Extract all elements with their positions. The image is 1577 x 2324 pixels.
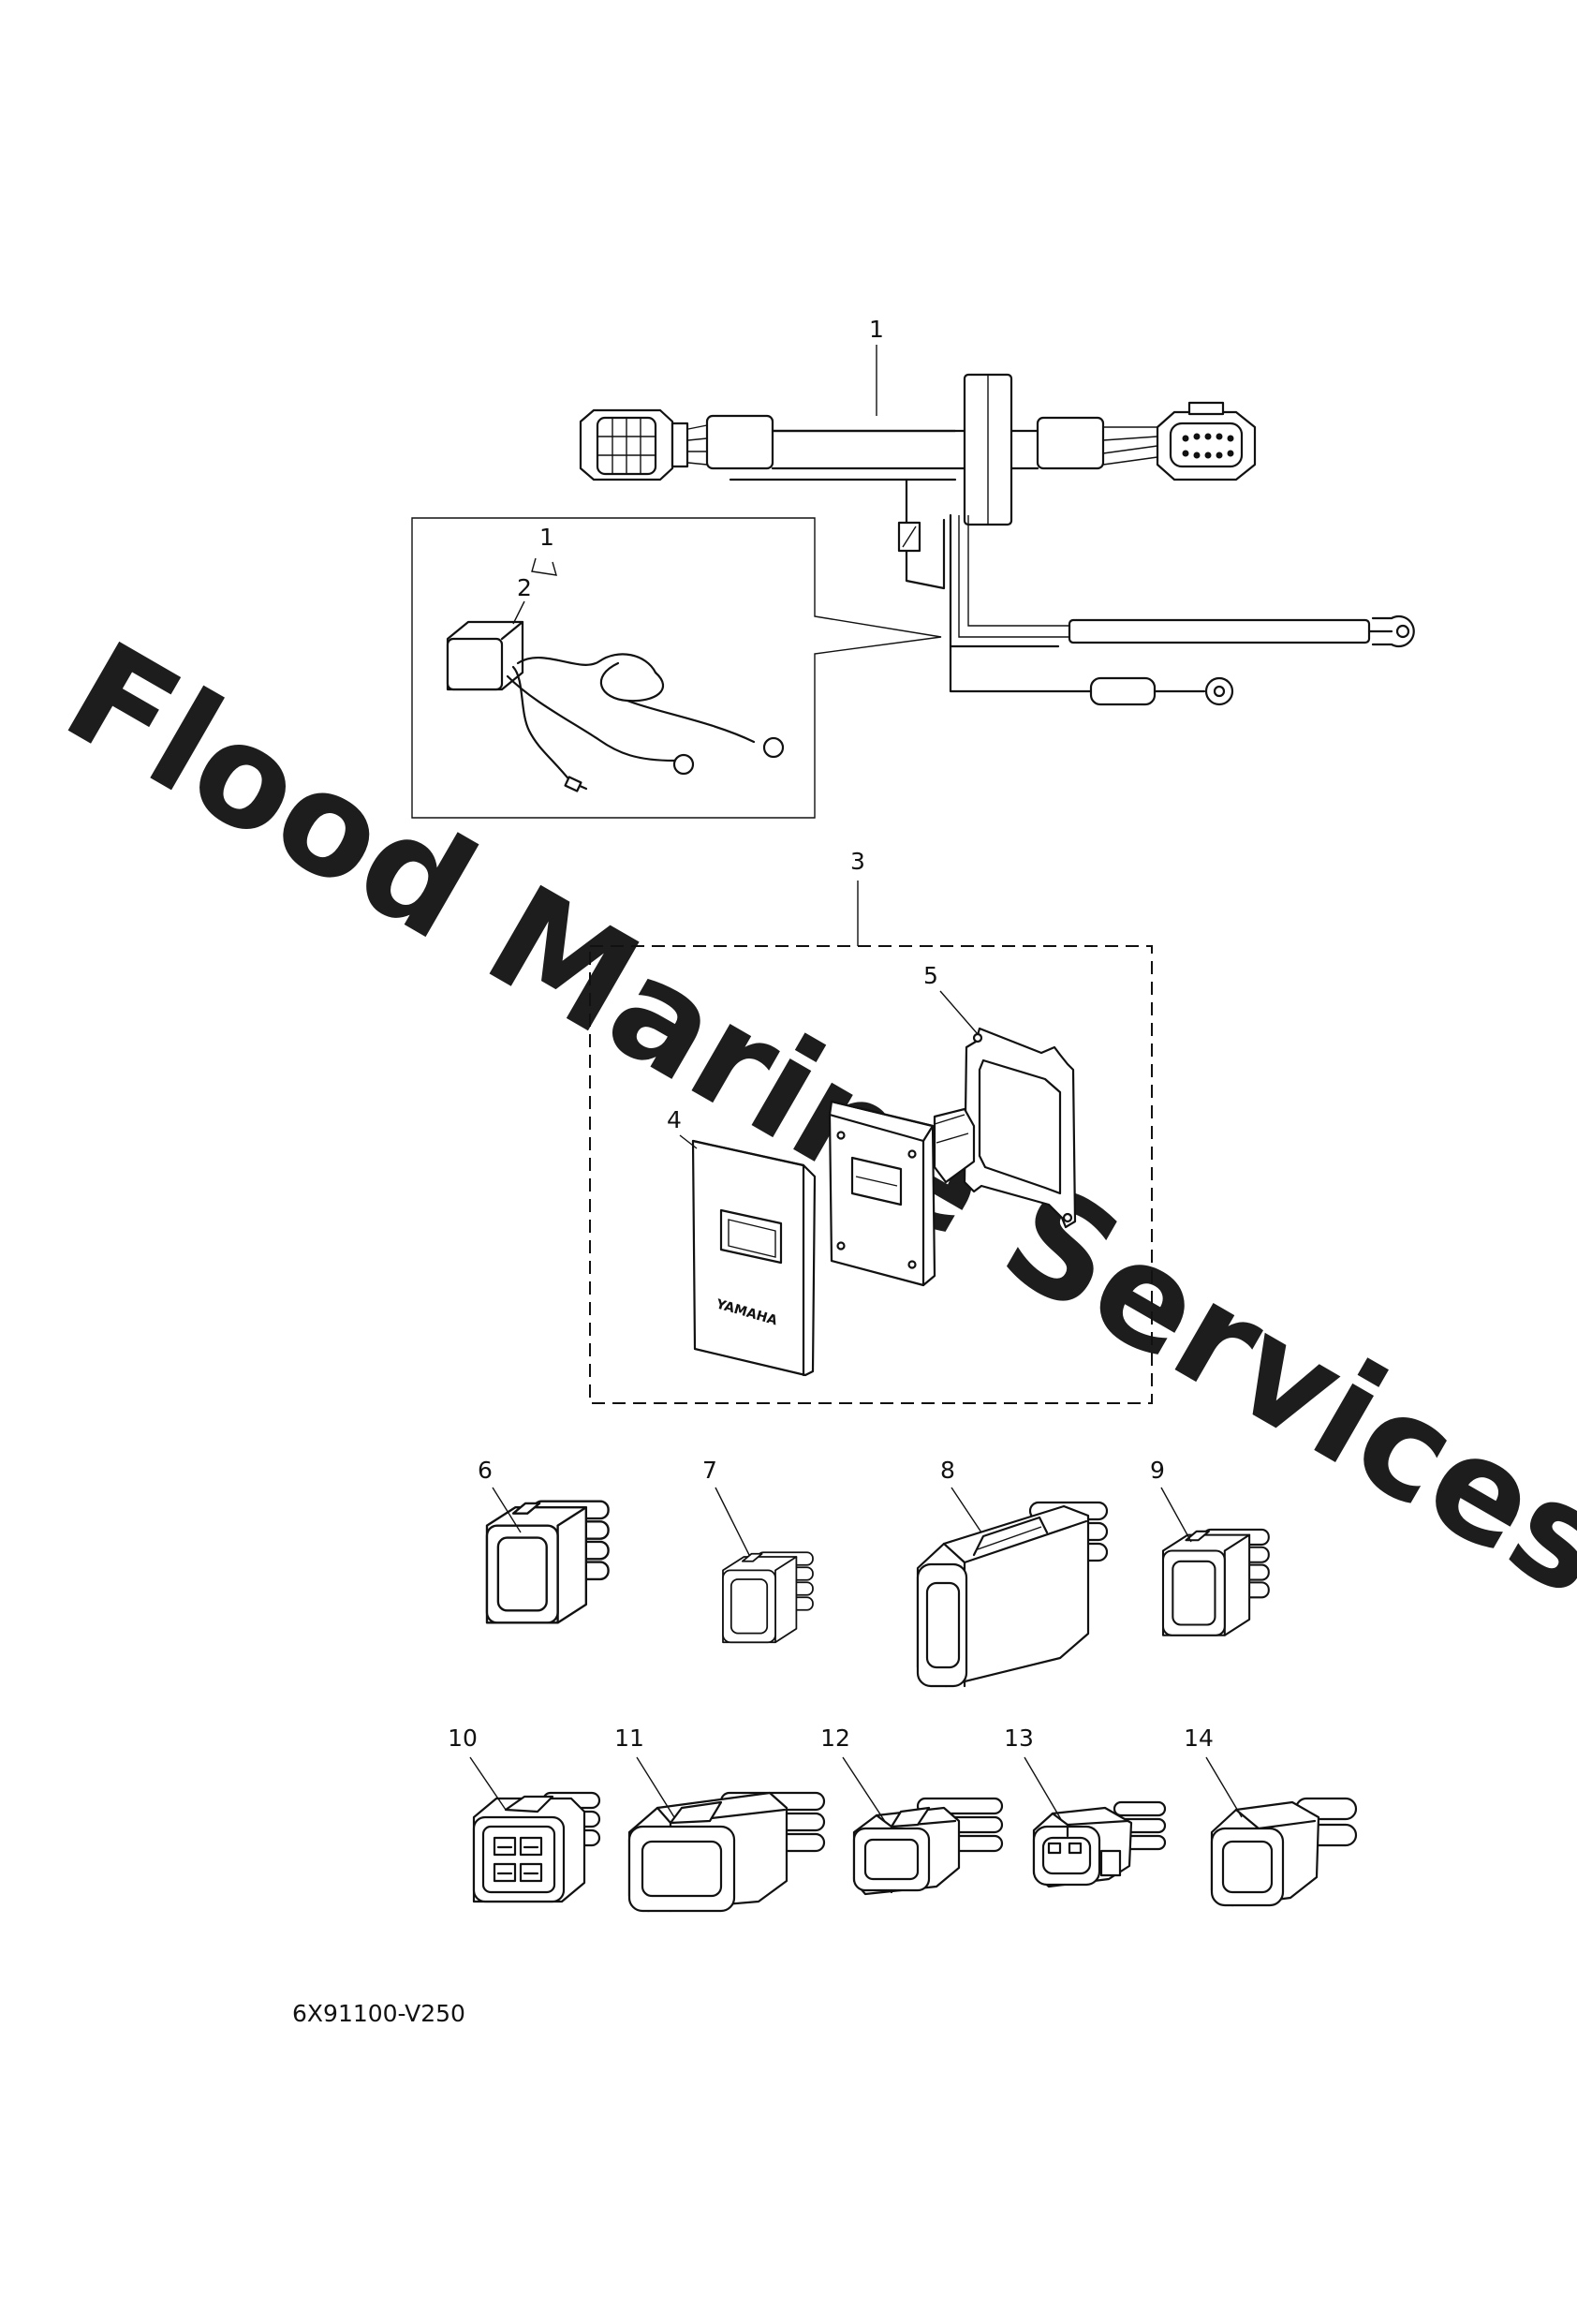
- connector-12: [852, 1797, 1004, 1896]
- leader-part-14: [1205, 1756, 1243, 1818]
- callout-part-9: 9: [1150, 1457, 1165, 1484]
- leader-part-2: [512, 600, 525, 625]
- leader-part-13: [1024, 1756, 1063, 1822]
- callout-part-7: 7: [702, 1457, 717, 1484]
- connector-6: [485, 1500, 610, 1624]
- callout-part-10: 10: [448, 1724, 478, 1752]
- callout-part-2: 2: [517, 574, 532, 601]
- connector-8: [916, 1501, 1109, 1688]
- watermark: Flood Marine Services: [40, 612, 1577, 1628]
- front-cover: YAMAHA: [691, 1139, 817, 1377]
- connector-9: [1161, 1528, 1270, 1636]
- callout-part-1-inset: 1: [539, 524, 554, 551]
- callout-part-5: 5: [923, 962, 938, 989]
- watermark-text: Flood Marine Services: [40, 612, 1577, 1628]
- connector-14: [1210, 1797, 1358, 1907]
- leader-part-9: [1160, 1487, 1192, 1543]
- leader-part-8: [951, 1487, 982, 1533]
- leader-part-11: [636, 1756, 675, 1818]
- connector-13: [1032, 1800, 1167, 1888]
- leader-part-10: [469, 1756, 507, 1811]
- callout-part-6: 6: [478, 1457, 493, 1484]
- callout-part-8: 8: [940, 1457, 955, 1484]
- callout-part-3: 3: [850, 848, 865, 875]
- connector-10: [472, 1791, 601, 1903]
- connector-7: [722, 1551, 814, 1644]
- callout-part-14: 14: [1184, 1724, 1214, 1752]
- callout-part-1: 1: [869, 316, 884, 343]
- leader-part-4: [679, 1134, 698, 1149]
- bracket-part-1-inset: [531, 557, 557, 576]
- callout-part-4: 4: [667, 1106, 682, 1133]
- panel-kit-frame: [589, 945, 1153, 1404]
- connector-11: [627, 1791, 826, 1913]
- leader-part-12: [842, 1756, 887, 1824]
- leader-part-6: [492, 1487, 522, 1533]
- callout-part-12: 12: [820, 1724, 850, 1752]
- meter-unit: [828, 1100, 976, 1287]
- callout-part-11: 11: [614, 1724, 644, 1752]
- inset-frame: [411, 517, 942, 819]
- wire-harness: [579, 373, 1415, 706]
- inset-relay: [446, 620, 785, 792]
- callout-part-13: 13: [1004, 1724, 1034, 1752]
- leader-part-7: [715, 1487, 750, 1556]
- gasket: [963, 1027, 1077, 1229]
- diagram-code: 6X91100-V250: [292, 2000, 465, 2027]
- leader-part-5: [939, 990, 979, 1035]
